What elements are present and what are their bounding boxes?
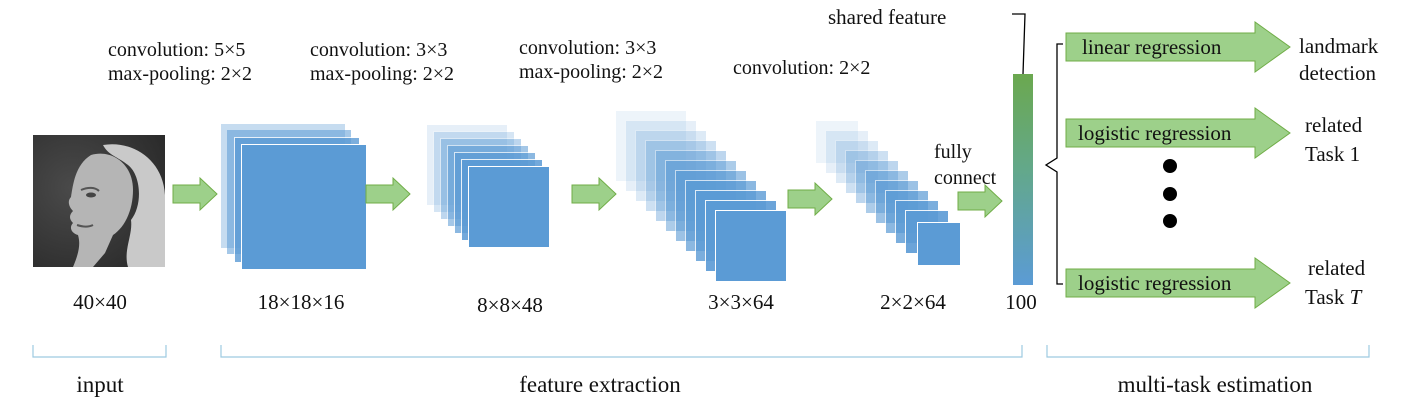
ellipsis-dot-3 [1163,214,1177,228]
arrow-input-to-stage1 [172,176,218,212]
stage3-conv-label: convolution: 3×3 [519,37,657,59]
arrow-stage1-to-stage2 [365,176,411,212]
dim-feature: 100 [1005,290,1037,314]
dim-stage4: 2×2×64 [880,290,946,314]
shared-feature-pointer-line [1012,13,1026,75]
output-1-line1: landmark [1299,34,1379,58]
output-3-line2: Task T [1305,285,1362,309]
arrow-stage3-to-stage4 [787,181,833,217]
arrow-stage2-to-stage3 [571,176,617,212]
dim-stage1: 18×18×16 [257,290,345,314]
section-multi-task: multi-task estimation [1117,372,1313,397]
dim-input: 40×40 [73,290,127,314]
ellipsis-dot-2 [1163,187,1177,201]
shared-feature-label: shared feature [828,5,947,29]
dim-stage3: 3×3×64 [708,290,774,314]
shared-feature-bar [1013,74,1033,285]
input-face-image [33,135,165,267]
bracket-input [32,345,167,358]
stage2-pool-label: max-pooling: 2×2 [310,63,455,85]
dim-stage2: 8×8×48 [477,293,543,317]
fully-connect-label-1: fully [934,141,972,163]
stage1-conv-label: convolution: 5×5 [108,39,246,61]
output-arrow-3 [1065,257,1291,309]
section-input: input [76,372,124,397]
arrow-fc-to-feature [957,183,1003,219]
output-2-line2: Task 1 [1305,142,1361,166]
output-3-line1: related [1308,256,1366,280]
section-feature-extraction: feature extraction [519,372,681,397]
output-brace [1044,43,1063,285]
stage4-conv-label: convolution: 2×2 [733,57,871,79]
bracket-feature-extraction [220,345,1023,358]
bracket-multi-task [1046,345,1370,358]
output-box-2-label: logistic regression [1078,121,1232,145]
output-box-3-label: logistic regression [1078,271,1232,295]
output-box-1-label: linear regression [1082,35,1222,59]
ellipsis-dot-1 [1163,159,1177,173]
stage2-conv-label: convolution: 3×3 [310,39,448,61]
output-arrow-2 [1065,107,1291,159]
output-1-line2: detection [1299,61,1376,85]
stage3-pool-label: max-pooling: 2×2 [519,61,664,83]
output-2-line1: related [1305,113,1363,137]
stage1-pool-label: max-pooling: 2×2 [108,63,253,85]
fully-connect-label-2: connect [934,167,997,189]
output-arrow-1 [1065,21,1291,73]
